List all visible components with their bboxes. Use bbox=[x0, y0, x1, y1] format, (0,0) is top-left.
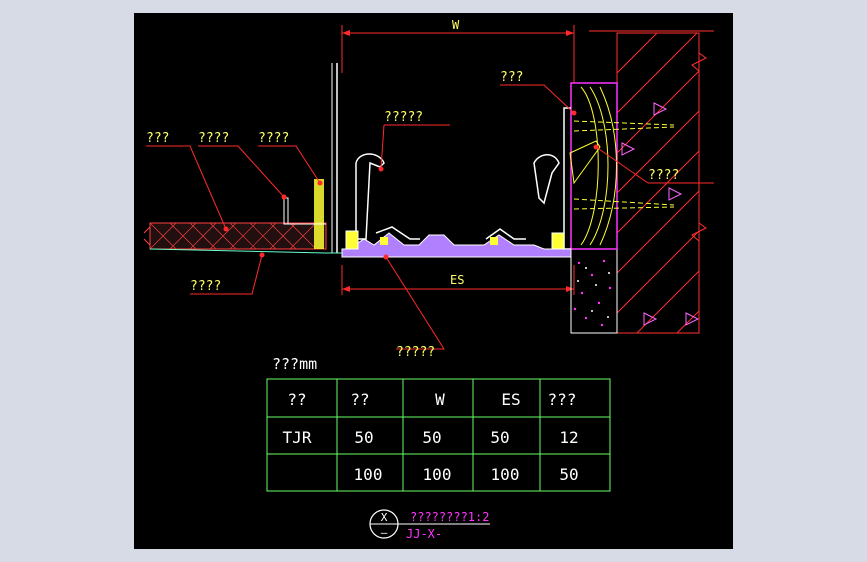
dimension-es: ES bbox=[341, 265, 575, 295]
table-cell: TJR bbox=[283, 428, 312, 447]
concrete-base bbox=[570, 248, 618, 334]
title-code: JJ-X- bbox=[406, 527, 442, 541]
spec-table bbox=[266, 378, 611, 492]
title-text: ????????1:2 bbox=[410, 510, 489, 524]
title-symbol-top: X bbox=[381, 511, 388, 524]
callout-left-3: ???? bbox=[258, 131, 289, 146]
table-cell: 100 bbox=[354, 465, 383, 484]
callout-left-bottom: ???? bbox=[190, 279, 221, 294]
table-header-2: ?? bbox=[350, 390, 369, 409]
title-block: X – ????????1:2 JJ-X- bbox=[369, 509, 490, 541]
table-header-3: W bbox=[435, 390, 445, 409]
callout-left-2: ???? bbox=[198, 131, 229, 146]
table-header-1: ?? bbox=[287, 390, 306, 409]
callout-center-top: ????? bbox=[384, 110, 423, 125]
wall-frame bbox=[570, 82, 618, 250]
dimension-w-label: W bbox=[452, 18, 460, 32]
leader-lines bbox=[146, 84, 714, 350]
cad-detail-drawing: W ES bbox=[143, 18, 714, 541]
table-cell: 50 bbox=[354, 428, 373, 447]
callout-center-bottom: ????? bbox=[396, 345, 435, 360]
anchor-bolts bbox=[573, 120, 675, 210]
leader-dots bbox=[223, 110, 599, 260]
left-floor-build-up bbox=[143, 179, 342, 254]
table-header-4: ES bbox=[501, 390, 520, 409]
table-header-5: ??? bbox=[548, 390, 577, 409]
title-symbol-bottom: – bbox=[381, 526, 388, 539]
right-profile bbox=[533, 107, 601, 250]
callout-top-right: ??? bbox=[500, 70, 523, 85]
table-caption: ???mm bbox=[272, 355, 317, 373]
table-cell: 100 bbox=[423, 465, 452, 484]
table-cell: 50 bbox=[559, 465, 578, 484]
table-cell: 50 bbox=[490, 428, 509, 447]
callout-right-mid: ???? bbox=[648, 168, 679, 183]
dimension-es-label: ES bbox=[450, 273, 464, 287]
drawing-canvas: W ES bbox=[134, 13, 733, 549]
floor-cover-plate bbox=[341, 226, 572, 258]
callout-left-1: ??? bbox=[146, 131, 169, 146]
table-cell: 12 bbox=[559, 428, 578, 447]
dimension-w: W bbox=[341, 18, 575, 83]
table-cell: 100 bbox=[491, 465, 520, 484]
right-wall bbox=[589, 30, 714, 334]
left-profile bbox=[331, 63, 385, 253]
table-cell: 50 bbox=[422, 428, 441, 447]
